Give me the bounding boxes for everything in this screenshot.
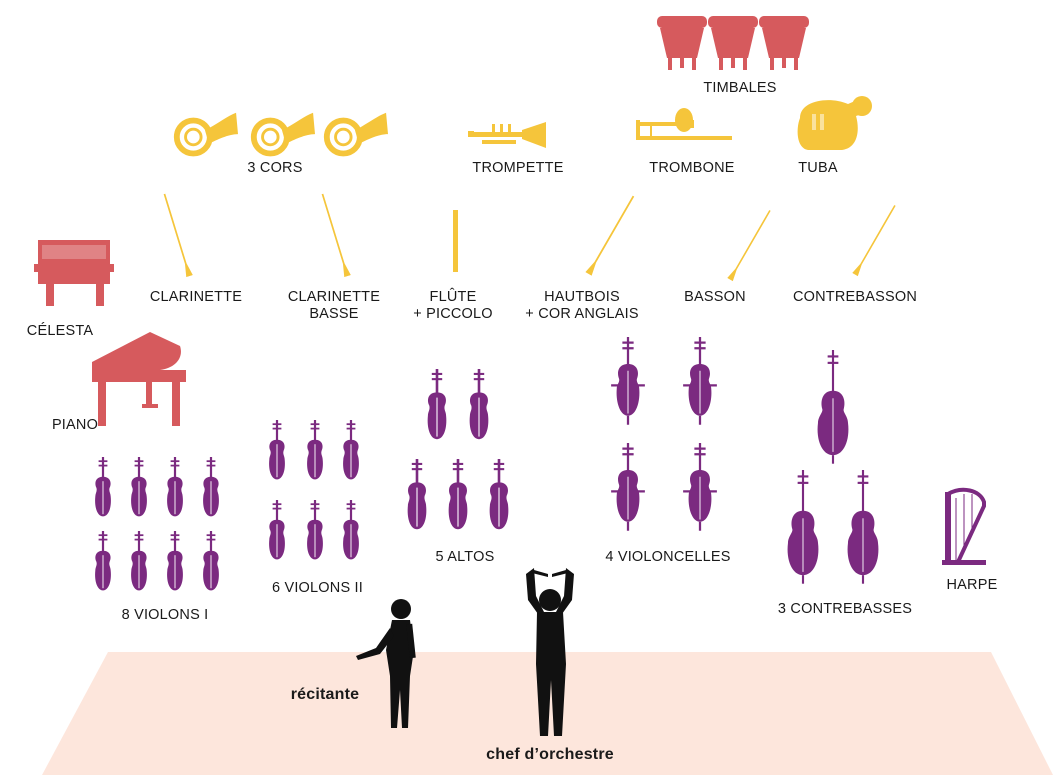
kettledrum-icon <box>657 16 707 70</box>
trumpet-icon <box>468 122 546 148</box>
cello-icon <box>683 337 717 425</box>
label-violons-1: 8 VIOLONS I <box>121 607 209 623</box>
violin-icon <box>307 500 323 560</box>
label-cors: 3 CORS <box>247 160 303 176</box>
clarinet-icon <box>161 192 193 278</box>
violin-icon <box>203 531 219 591</box>
tuba-icon <box>797 96 872 150</box>
violin-icon <box>269 500 285 560</box>
violons-2-group <box>269 420 359 560</box>
violin-icon <box>307 420 323 480</box>
double-bass-icon <box>817 350 849 464</box>
kettledrum-icon <box>759 16 809 70</box>
violons-1-group <box>95 457 219 591</box>
label-trompette: TROMPETTE <box>472 160 564 176</box>
violin-icon <box>343 420 359 480</box>
bass-clarinet-icon <box>319 192 351 278</box>
cors-group <box>177 113 388 154</box>
label-timbales: TIMBALES <box>703 80 777 96</box>
label-clarinette-basse: CLARINETTE BASSE <box>287 289 381 322</box>
contrabassoon-icon <box>852 203 898 277</box>
double-bass-icon <box>787 470 819 584</box>
label-contrebasson: CONTREBASSON <box>792 289 918 305</box>
label-basson: BASSON <box>684 289 746 305</box>
narrator-silhouette-icon <box>356 599 416 728</box>
violin-icon <box>343 500 359 560</box>
french-horn-icon <box>254 113 315 154</box>
bassoon-icon <box>727 208 773 282</box>
violin-icon <box>131 531 147 591</box>
contrebasses-group <box>787 350 879 584</box>
cello-icon <box>611 337 645 425</box>
label-harpe: HARPE <box>946 577 998 593</box>
viola-icon <box>448 459 468 530</box>
altos-group <box>407 369 509 530</box>
label-trombone: TROMBONE <box>649 160 735 176</box>
flute-icon <box>453 210 458 272</box>
timbales-group <box>657 16 809 70</box>
label-tuba: TUBA <box>798 160 838 176</box>
violin-icon <box>95 531 111 591</box>
label-chef-orchestre: chef d’orchestre <box>486 746 614 763</box>
viola-icon <box>427 369 447 440</box>
oboe-icon <box>585 194 637 276</box>
violin-icon <box>95 457 111 517</box>
trombone-icon <box>636 108 732 140</box>
violin-icon <box>269 420 285 480</box>
label-altos: 5 ALTOS <box>435 549 495 565</box>
label-violons-2: 6 VIOLONS II <box>271 580 364 596</box>
viola-icon <box>469 369 489 440</box>
viola-icon <box>407 459 427 530</box>
violin-icon <box>167 457 183 517</box>
label-hautbois: HAUTBOIS + COR ANGLAIS <box>525 289 639 322</box>
grand-piano-icon <box>92 332 186 426</box>
french-horn-icon <box>327 113 388 154</box>
upright-piano-icon <box>34 240 114 306</box>
cello-icon <box>683 443 717 531</box>
cello-icon <box>611 443 645 531</box>
label-flute: FLÛTE + PICCOLO <box>413 289 493 322</box>
label-celesta: CÉLESTA <box>26 323 94 339</box>
label-clarinette: CLARINETTE <box>149 289 243 305</box>
conductor-silhouette-icon <box>526 568 574 736</box>
label-piano: PIANO <box>51 417 99 433</box>
label-violoncelles: 4 VIOLONCELLES <box>605 549 731 565</box>
harp-icon <box>942 487 986 565</box>
violoncelles-group <box>611 337 717 531</box>
kettledrum-icon <box>708 16 758 70</box>
violin-icon <box>203 457 219 517</box>
label-contrebasses: 3 CONTREBASSES <box>777 601 913 617</box>
double-bass-icon <box>847 470 879 584</box>
violin-icon <box>131 457 147 517</box>
viola-icon <box>489 459 509 530</box>
french-horn-icon <box>177 113 238 154</box>
violin-icon <box>167 531 183 591</box>
label-recitante: récitante <box>290 686 360 703</box>
woodwinds-group <box>161 192 898 282</box>
